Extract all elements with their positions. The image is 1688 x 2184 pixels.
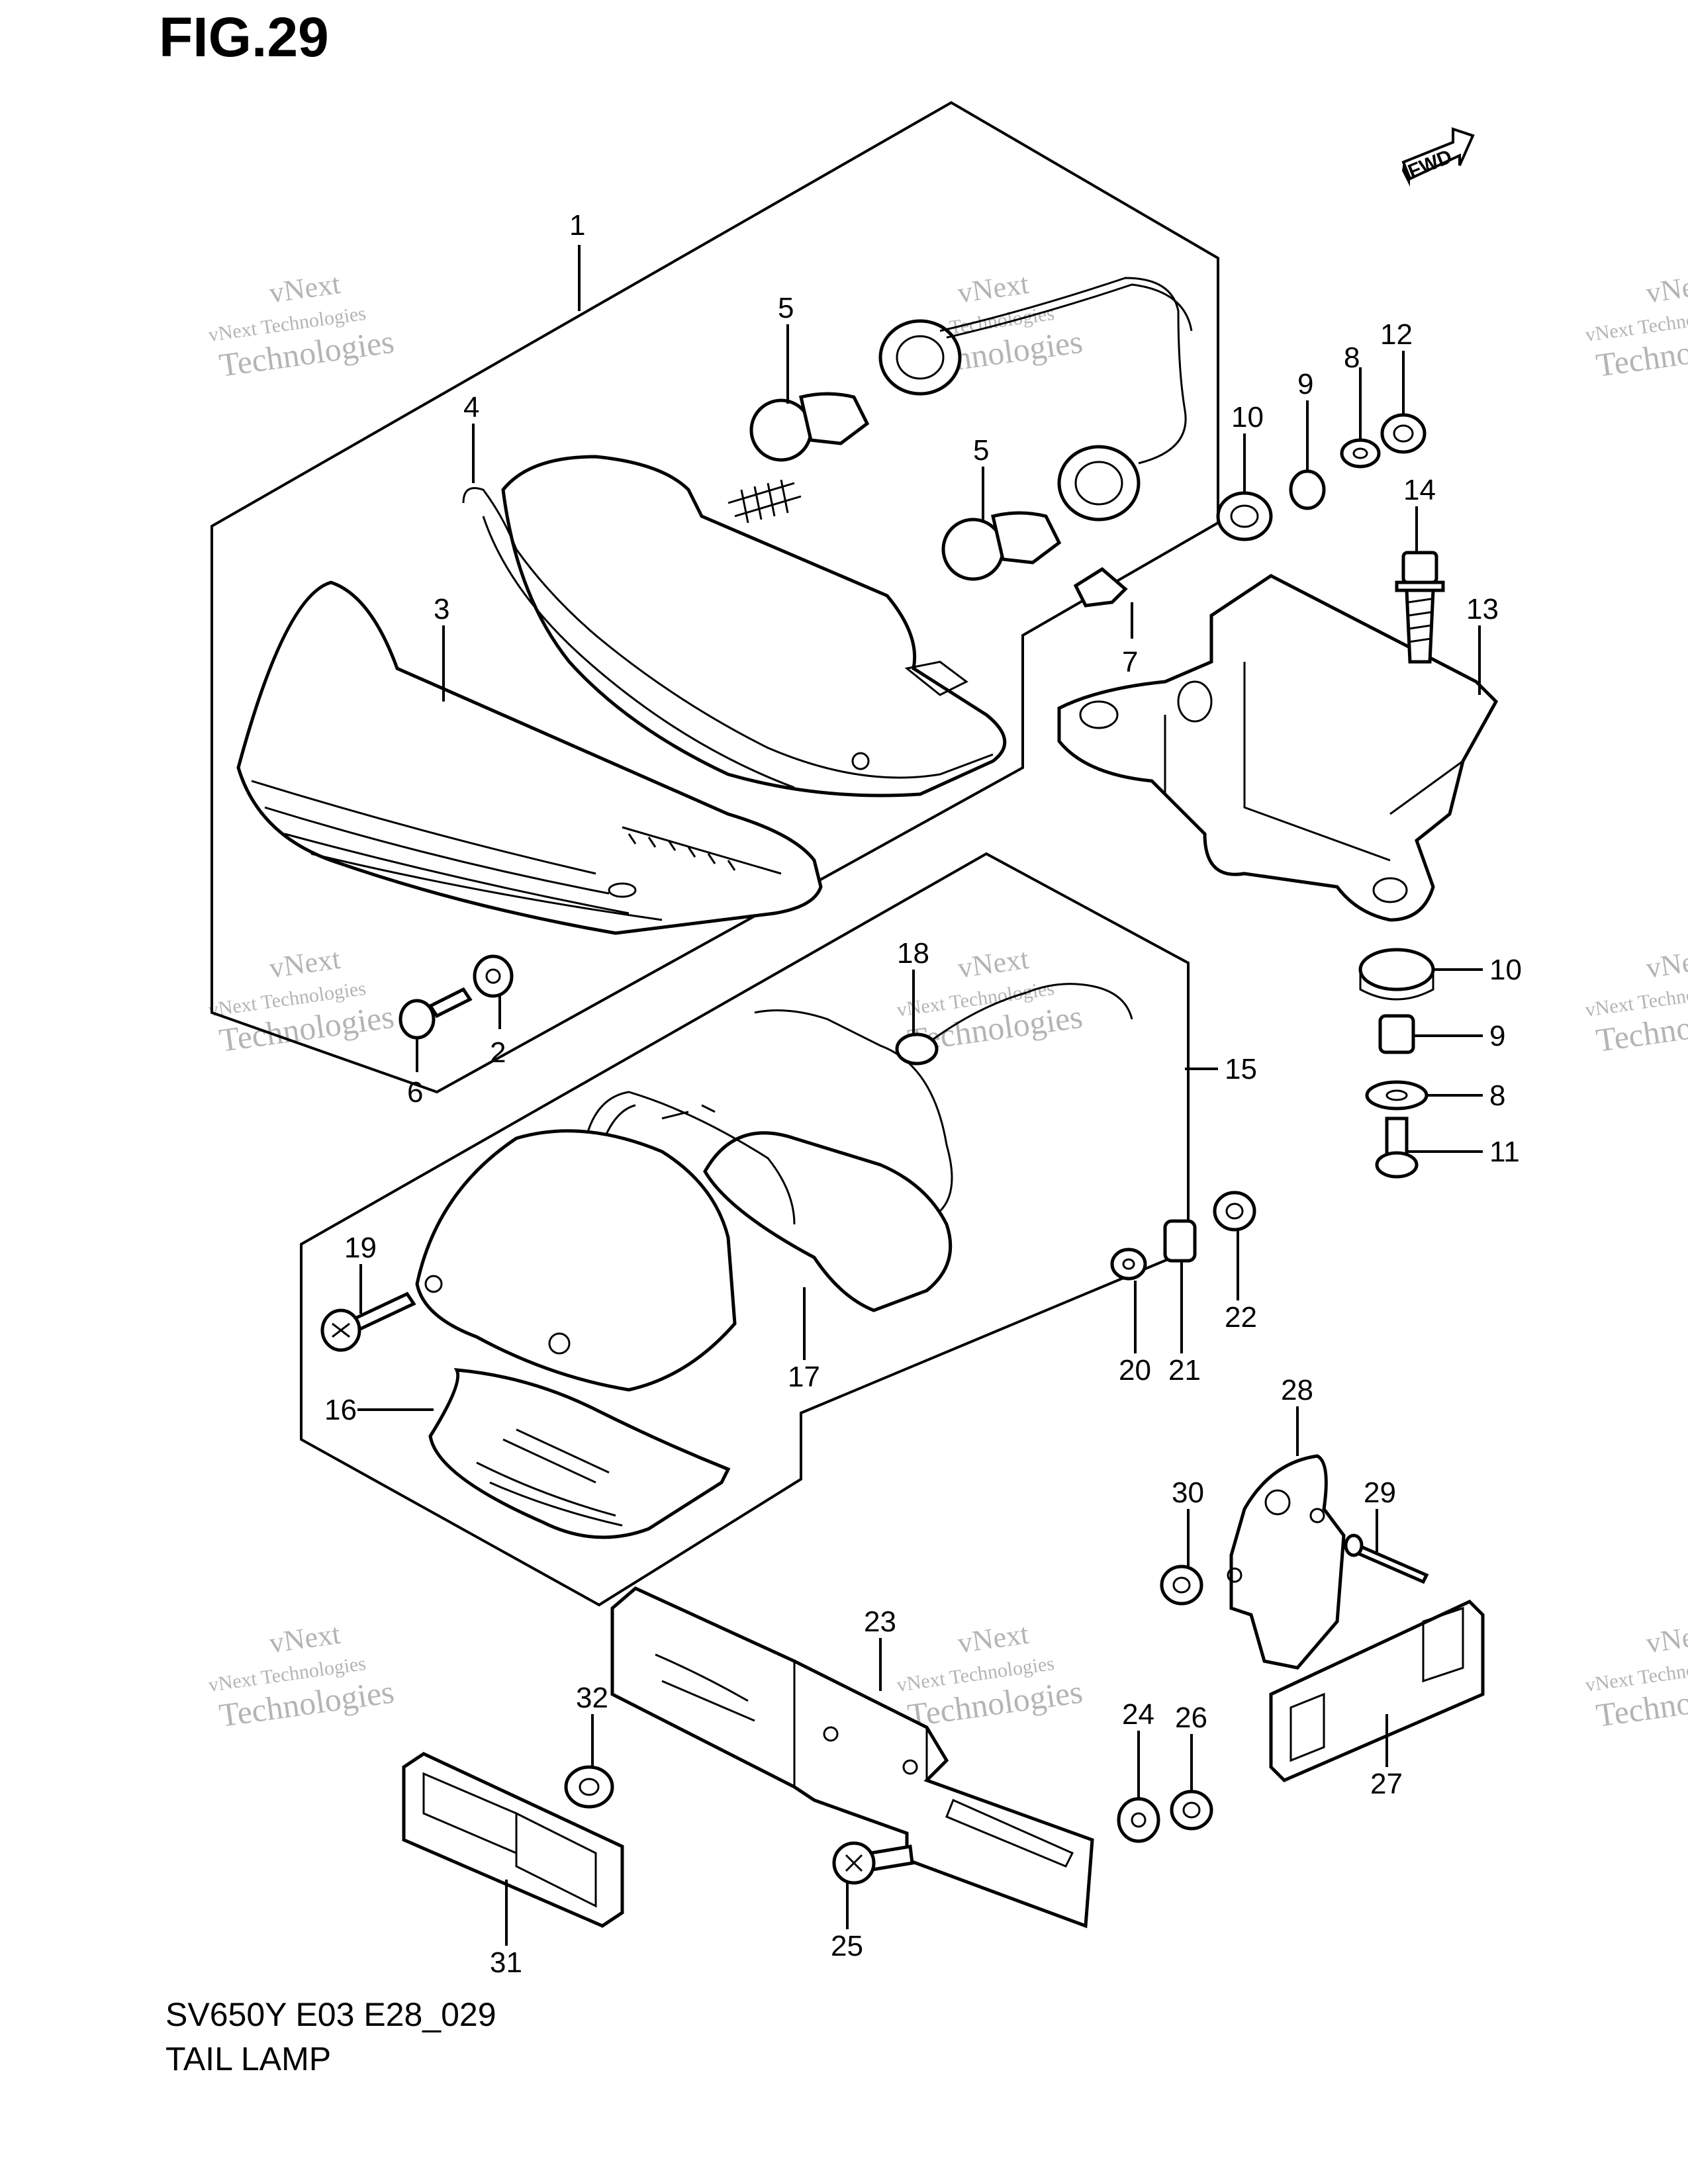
license-lamp-part (581, 1009, 953, 1312)
callout-label: 5 (973, 434, 989, 467)
screw-part (399, 987, 473, 1040)
washer-part (1117, 1797, 1160, 1843)
collar-part (1163, 1219, 1197, 1263)
watermark-text: vNext (956, 1617, 1031, 1659)
watermark-text: vNext (1644, 1617, 1688, 1659)
pin-part (1344, 1533, 1429, 1584)
bulb-part (749, 392, 870, 462)
lamp-cover-part (428, 1368, 731, 1539)
callout-label: 21 (1168, 1354, 1201, 1387)
callout-label: 16 (324, 1394, 357, 1426)
washer-part (1365, 1080, 1429, 1111)
callout-label: 28 (1281, 1374, 1313, 1406)
grommet-part (1216, 491, 1273, 541)
washer-part (1340, 438, 1381, 469)
callout-label: 23 (864, 1606, 896, 1638)
callout-label: 24 (1122, 1698, 1154, 1731)
callout-label: 18 (897, 937, 929, 970)
nut-part (1213, 1191, 1256, 1232)
callout-label: 3 (434, 593, 449, 625)
watermark-text: vNext (267, 942, 342, 984)
model-code: SV650Y E03 E28_029 (165, 1996, 496, 2033)
callout-label: 14 (1403, 474, 1436, 506)
callout-label: 25 (831, 1930, 863, 1962)
callout-label: 27 (1370, 1768, 1403, 1800)
callout-label: 30 (1172, 1477, 1204, 1509)
callout-label: 1 (569, 209, 585, 242)
callout-label: 6 (407, 1076, 423, 1109)
screw-part (1375, 1116, 1419, 1179)
grommet-part (1358, 948, 1435, 1001)
collar-part (1378, 1014, 1415, 1054)
license-plate-bracket (610, 1586, 1094, 1929)
callout-label: 17 (788, 1361, 820, 1393)
callout-label: 10 (1231, 401, 1264, 433)
callout-label: 2 (490, 1036, 506, 1069)
callout-label: 19 (344, 1232, 377, 1264)
section-name: TAIL LAMP (165, 2040, 332, 2077)
lamp-housing-part (462, 455, 1007, 797)
callout-label: 13 (1466, 593, 1499, 625)
clip-part (1073, 567, 1128, 608)
callout-label: 8 (1489, 1079, 1505, 1112)
watermark-text: vNext (956, 942, 1031, 984)
reflector-part (402, 1752, 624, 1928)
callout-label: 32 (576, 1682, 608, 1714)
callout-label: 11 (1489, 1136, 1520, 1168)
watermark-text: vNext (956, 267, 1031, 309)
bulb-socket-harness (878, 277, 1193, 522)
bolt-part (1395, 551, 1445, 664)
watermark-text: vNext (1644, 942, 1688, 984)
bulb-part (941, 511, 1062, 581)
callout-label: 8 (1344, 341, 1360, 374)
assembly-15-outline (300, 852, 1190, 1607)
fwd-arrow-badge: FWD (1401, 127, 1475, 187)
washer-part (473, 954, 514, 998)
watermark-text: vNext (267, 1617, 342, 1659)
reflector-part (1269, 1599, 1485, 1782)
nut-part (564, 1765, 614, 1809)
screw-part (320, 1291, 416, 1352)
tail-lamp-bracket (1057, 574, 1499, 922)
screw-part (832, 1841, 914, 1885)
callout-label: 10 (1489, 954, 1522, 986)
callout-label: 22 (1225, 1301, 1257, 1334)
nut-part (1160, 1565, 1203, 1606)
nut-part (1170, 1790, 1213, 1831)
washer-part (1110, 1248, 1147, 1281)
nut-part (1380, 413, 1427, 454)
assembly-1-outline (211, 101, 1219, 1094)
callout-label: 4 (463, 391, 479, 424)
callout-label: 9 (1297, 368, 1313, 400)
callout-label: 26 (1175, 1702, 1207, 1734)
callout-label: 29 (1364, 1477, 1396, 1509)
watermark-text: vNext (267, 267, 342, 309)
reflector-bracket (1227, 1454, 1346, 1670)
callout-label: 15 (1225, 1053, 1257, 1085)
collar-part (1289, 469, 1326, 510)
callout-label: 9 (1489, 1020, 1505, 1052)
watermark-text: vNext (1644, 267, 1688, 309)
callout-label: 12 (1380, 318, 1413, 351)
callout-label: 20 (1119, 1354, 1151, 1387)
callout-label: 31 (490, 1946, 522, 1979)
leader-lines (357, 245, 1483, 1946)
figure-title: FIG.29 (159, 6, 329, 68)
bulb-part (895, 983, 1133, 1066)
watermark: vNext vNext Technologies Technologies vN… (207, 267, 1688, 1734)
license-lamp-lens (415, 1129, 737, 1392)
outer-lens-part (236, 580, 823, 935)
callout-label: 5 (778, 292, 794, 324)
callout-label: 7 (1122, 646, 1138, 678)
